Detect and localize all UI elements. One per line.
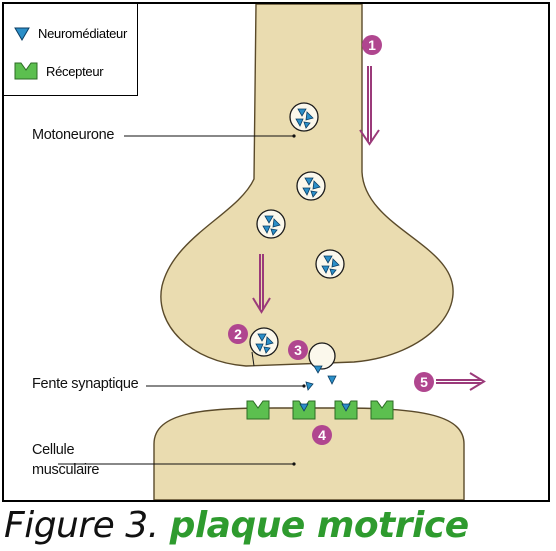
vesicle-icon [297, 172, 325, 200]
arrow-5-icon [436, 373, 484, 390]
legend-neuromediator-label: Neuromédiateur [38, 26, 127, 41]
step-number: 1 [368, 37, 376, 53]
neurotransmitter-icon [328, 376, 336, 384]
legend-receptor-label: Récepteur [46, 64, 103, 79]
step-number: 2 [234, 326, 242, 342]
receptor-icon [247, 401, 269, 419]
vesicle-icon [316, 250, 344, 278]
step-badge-5: 5 [414, 372, 434, 392]
label-motoneurone: Motoneurone [32, 127, 114, 143]
caption-title: plaque motrice [170, 505, 469, 546]
figure-frame: 1 2 3 4 5 Neuromédiateur [2, 2, 550, 502]
neurotransmitter-icon [306, 382, 313, 390]
receptor-icon [371, 401, 393, 419]
vesicle-icon [257, 210, 285, 238]
arrow-1-icon [360, 66, 379, 144]
step-badge-3: 3 [288, 340, 308, 360]
muscle-cell [154, 408, 464, 500]
label-musculaire: musculaire [32, 462, 99, 478]
legend: Neuromédiateur Récepteur [4, 4, 138, 96]
vesicle-icon [290, 103, 318, 131]
legend-item-receptor: Récepteur [14, 62, 103, 80]
step-badge-4: 4 [312, 425, 332, 445]
step-number: 5 [420, 374, 428, 390]
label-cellule: Cellule [32, 442, 74, 458]
receptor-legend-icon [14, 62, 38, 80]
neurotransmitter-legend-icon [14, 27, 30, 41]
caption-prefix: Figure 3. [4, 505, 170, 546]
figure-caption: Figure 3. plaque motrice [4, 503, 469, 549]
exocytosis-vesicle-icon [309, 343, 335, 369]
label-fente-synaptique: Fente synaptique [32, 376, 138, 392]
vesicle-docking-icon [250, 328, 278, 356]
step-badge-2: 2 [228, 324, 248, 344]
step-number: 3 [294, 342, 302, 358]
legend-item-neuromediator: Neuromédiateur [14, 26, 127, 41]
step-badge-1: 1 [362, 35, 382, 55]
step-number: 4 [318, 427, 326, 443]
